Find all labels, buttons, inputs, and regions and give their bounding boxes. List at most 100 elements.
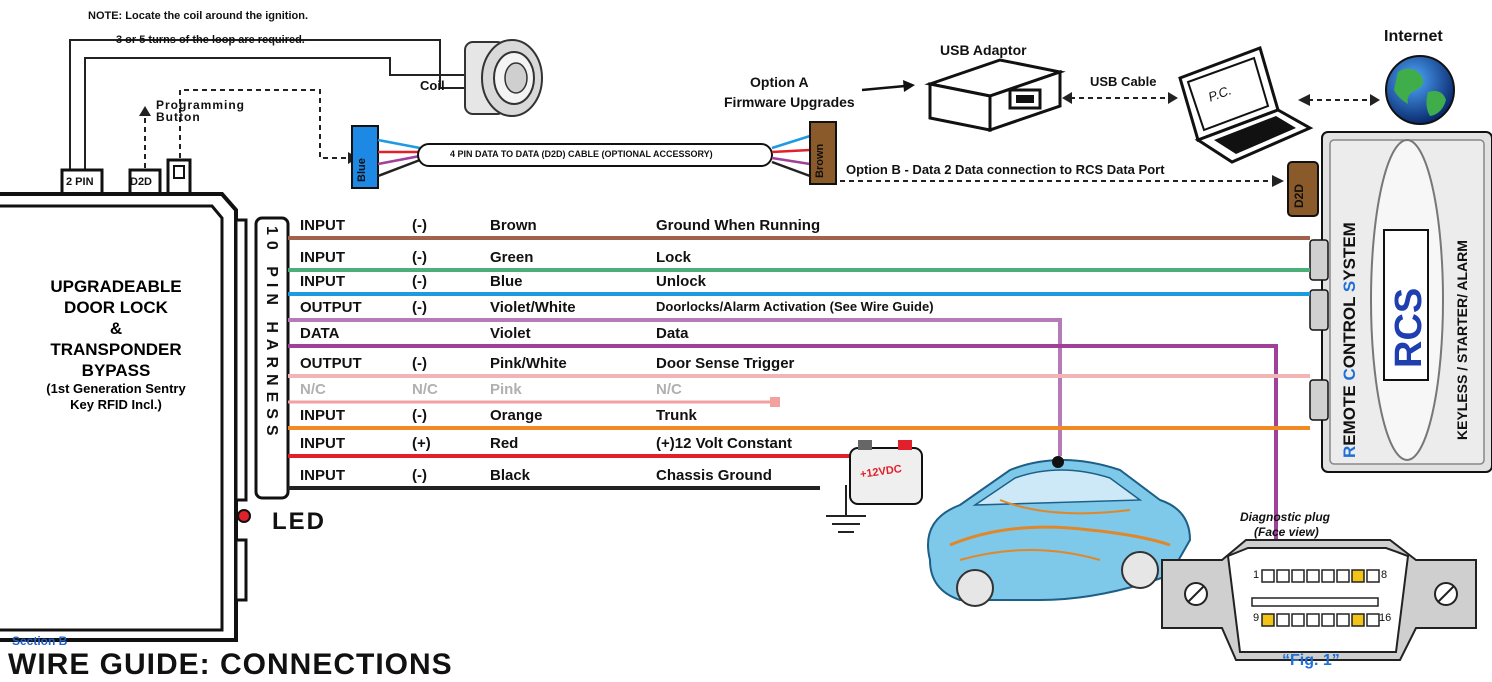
module-title-line: DOOR LOCK <box>64 298 168 317</box>
obd-pins <box>1261 569 1380 627</box>
wire-color-label: Red <box>490 435 519 452</box>
obd-plug-icon <box>1161 539 1477 661</box>
wire-type-label: INPUT <box>300 217 345 234</box>
wire-function-label: Lock <box>656 249 692 266</box>
wire-function-label: Trunk <box>656 407 697 424</box>
obd-pin <box>1351 569 1365 583</box>
arrow-up-icon <box>139 106 151 116</box>
rcs-d2d-port-label: D2D <box>1292 183 1306 208</box>
coil-wire-outer <box>69 39 470 172</box>
wire-type-label: OUTPUT <box>300 355 362 372</box>
obd-pin <box>1291 613 1305 627</box>
obd-pin <box>1306 613 1320 627</box>
module-subtitle-line: (1st Generation Sentry <box>46 381 186 396</box>
wire-function-label: (+)12 Volt Constant <box>656 435 792 452</box>
bypass-module-icon <box>0 158 290 642</box>
obd-pin <box>1276 569 1290 583</box>
wire-polarity-label: (+) <box>412 435 431 452</box>
programming-button-label-2: Button <box>156 110 201 124</box>
arrow-right-icon <box>903 80 915 92</box>
obd-pin <box>1336 569 1350 583</box>
obd-pin <box>1366 569 1380 583</box>
module-title: UPGRADEABLE DOOR LOCK & TRANSPONDER BYPA… <box>14 276 218 413</box>
module-title-line: TRANSPONDER <box>50 340 182 359</box>
section-title: WIRE GUIDE: CONNECTIONS <box>8 648 453 681</box>
usb-cable-label: USB Cable <box>1090 74 1157 89</box>
car-data-connection-point <box>1052 456 1064 468</box>
battery-icon <box>849 440 923 505</box>
obd-pin <box>1351 613 1365 627</box>
wire-type-label: N/C <box>300 381 326 398</box>
wire-function-label: Door Sense Trigger <box>656 355 795 372</box>
obd-pin <box>1306 569 1320 583</box>
wire-polarity-label: N/C <box>412 381 438 398</box>
option-a-arrow <box>861 84 906 92</box>
module-subtitle-line: Key RFID Incl.) <box>70 397 162 412</box>
rcs-logo: RCS <box>1388 287 1430 368</box>
wire-polarity-label: (-) <box>412 299 427 316</box>
obd-pin <box>1261 613 1275 627</box>
wire-line <box>288 344 1278 574</box>
wire-type-label: INPUT <box>300 407 345 424</box>
wire-polarity-label: (-) <box>412 407 427 424</box>
usb-adaptor-icon <box>924 58 1066 133</box>
obd-pin <box>1321 613 1335 627</box>
rcs-brand-label: REMOTE CONTROL SYSTEM <box>1340 222 1360 458</box>
d2d-plug-brown-label: Brown <box>814 143 826 178</box>
port-d2d-label: D2D <box>130 176 153 188</box>
ground-icon <box>826 485 866 533</box>
wire-color-label: Violet/White <box>490 299 576 316</box>
note-line-2: 3 or 5 turns of the loop are required. <box>116 34 305 46</box>
obd-pin <box>1276 613 1290 627</box>
programming-button-label-1: Programming <box>156 98 246 112</box>
module-title-line: UPGRADEABLE <box>50 277 182 296</box>
laptop-icon <box>1178 46 1314 164</box>
section-label: Section B <box>12 634 68 648</box>
wire-polarity-label: (-) <box>412 249 427 266</box>
arrow-right-icon <box>1272 175 1284 187</box>
note-line-1: NOTE: Locate the coil around the ignitio… <box>88 10 308 22</box>
harness-wires <box>288 236 1310 586</box>
wire-polarity-label: (-) <box>412 273 427 290</box>
arrow-right-icon <box>1370 94 1380 106</box>
wire-polarity-label: (-) <box>412 217 427 234</box>
wire-function-label: Data <box>656 325 689 342</box>
coil-label: Coil <box>420 78 445 93</box>
wire-color-label: Orange <box>490 407 543 424</box>
rcs-brand-part1: EMOTE <box>1340 380 1359 446</box>
module-title-line: BYPASS <box>81 361 151 380</box>
rcs-brand-c: C <box>1340 368 1359 381</box>
wire-type-label: INPUT <box>300 467 345 484</box>
wire-function-label: Unlock <box>656 273 707 290</box>
option-b-label: Option B - Data 2 Data connection to RCS… <box>846 162 1165 177</box>
fig-label: “Fig. 1” <box>1282 652 1340 669</box>
obd-pin-9-label: 9 <box>1253 612 1260 624</box>
wire-function-label: Ground When Running <box>656 217 821 234</box>
wire-color-label: Violet <box>490 325 531 342</box>
wire-color-label: Black <box>490 467 531 484</box>
wire-cap <box>770 397 780 407</box>
wire-type-label: DATA <box>300 325 340 342</box>
harness-label: 10 PIN HARNESS <box>263 226 280 442</box>
car-icon <box>927 459 1192 607</box>
obd-pin-8-label: 8 <box>1381 569 1388 581</box>
wire-function-label: Chassis Ground <box>656 467 772 484</box>
rcs-brand-s: S <box>1340 280 1359 293</box>
arrow-left-icon <box>1062 92 1072 104</box>
d2d-cable <box>351 121 837 189</box>
rcs-brand-r: R <box>1340 445 1359 458</box>
rcs-side-label: KEYLESS / STARTER/ ALARM <box>1454 240 1470 440</box>
port-2pin-label: 2 PIN <box>66 176 94 188</box>
programming-dash-right <box>179 89 350 159</box>
wire-polarity-label: (-) <box>412 355 427 372</box>
rcs-unit-icon <box>1309 131 1492 473</box>
d2d-cable-label: 4 PIN DATA TO DATA (D2D) CABLE (OPTIONAL… <box>450 149 713 159</box>
rcs-d2d-port <box>1287 161 1319 217</box>
wire-color-label: Pink <box>490 381 522 398</box>
diagnostic-face-view-label: (Face view) <box>1254 525 1319 539</box>
diagnostic-plug-label: Diagnostic plug <box>1240 510 1330 524</box>
rcs-brand-part2: ONTROL <box>1340 292 1359 369</box>
wire-line <box>288 318 1062 456</box>
